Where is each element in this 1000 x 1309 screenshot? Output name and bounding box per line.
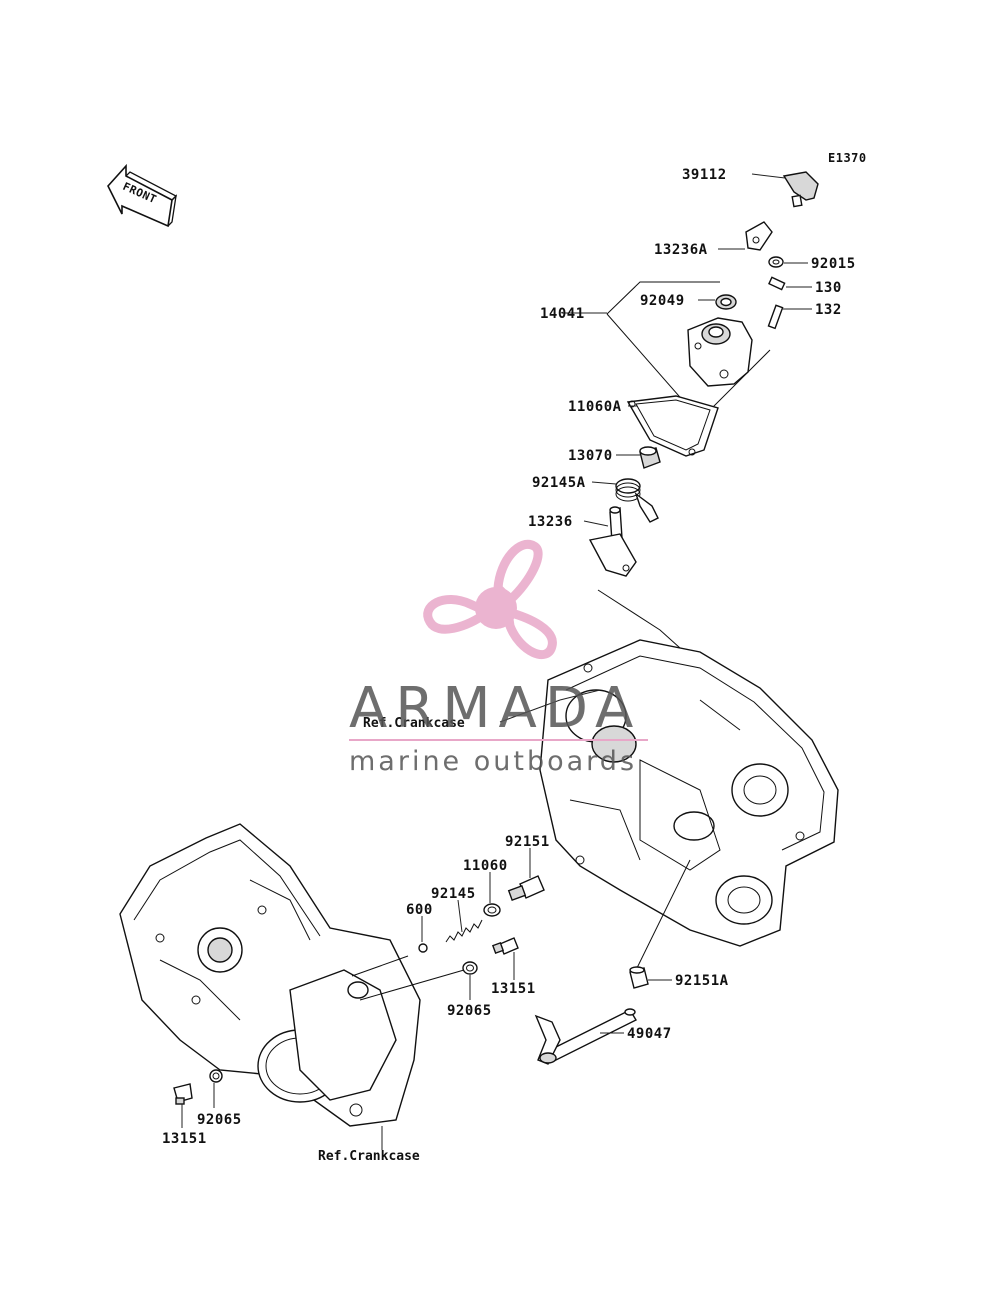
part-39112-sensor: 39112	[682, 167, 819, 208]
alignment-line-upper	[351, 955, 409, 977]
part-92065-washer-lower: 92065	[197, 1069, 242, 1128]
diagram-code: E1370	[828, 151, 867, 165]
watermark-brand: ARMADA	[349, 676, 641, 741]
part-92015-nut: 92015	[768, 256, 856, 272]
part-49047-shift-shaft: 49047	[534, 1008, 672, 1065]
label-49047: 49047	[627, 1026, 672, 1042]
front-arrow-icon: FRONT	[107, 163, 178, 228]
label-92151A: 92151A	[675, 973, 729, 989]
crankcase-right: Ref.Crankcase	[363, 639, 839, 947]
label-92065-lower: 92065	[197, 1112, 242, 1128]
part-11060-washer: 11060	[463, 858, 508, 917]
alignment-line-shaft	[635, 859, 691, 971]
armada-propeller-logo	[423, 539, 557, 660]
armada-watermark: ARMADA marine outboards	[349, 539, 648, 777]
part-600-ball: 600	[406, 902, 433, 953]
label-13236A: 13236A	[654, 242, 708, 258]
crankcase-left: Ref.Crankcase	[119, 823, 421, 1164]
label-92145A: 92145A	[532, 475, 586, 491]
part-92065-washer-upper: 92065	[447, 961, 492, 1019]
label-ref-crankcase-upper: Ref.Crankcase	[363, 716, 465, 731]
label-92145: 92145	[431, 886, 476, 902]
label-39112: 39112	[682, 167, 727, 183]
label-14041: 14041	[540, 306, 585, 322]
label-92065-upper: 92065	[447, 1003, 492, 1019]
label-11060: 11060	[463, 858, 508, 874]
part-130-bolt: 130	[768, 276, 842, 296]
label-132: 132	[815, 302, 842, 318]
part-13236A-lever: 13236A	[654, 221, 773, 258]
label-11060A: 11060A	[568, 399, 622, 415]
part-132-bolt: 132	[767, 302, 842, 330]
label-600: 600	[406, 902, 433, 918]
part-92145A-spring: 92145A	[532, 475, 659, 523]
label-ref-crankcase-lower: Ref.Crankcase	[318, 1149, 420, 1164]
label-13151-lower: 13151	[162, 1131, 207, 1147]
label-92049: 92049	[640, 293, 685, 309]
label-13070: 13070	[568, 448, 613, 464]
part-14041-cover-group: 14041	[540, 281, 771, 421]
part-92145-spring: 92145	[431, 886, 483, 943]
part-92049-seal: 92049	[640, 293, 737, 310]
watermark-tagline: marine outboards	[349, 746, 637, 777]
part-11060A-gasket: 11060A	[568, 395, 719, 457]
label-92015: 92015	[811, 256, 856, 272]
part-92151-plug: 92151	[505, 834, 550, 901]
label-13236: 13236	[528, 514, 573, 530]
part-13151-pin-upper: 13151	[491, 937, 536, 997]
part-13151-pin-lower: 13151	[162, 1083, 207, 1147]
part-92151A-plug: 92151A	[629, 966, 729, 989]
part-13070-collar: 13070	[568, 446, 661, 469]
label-92151: 92151	[505, 834, 550, 850]
label-130: 130	[815, 280, 842, 296]
label-13151-upper: 13151	[491, 981, 536, 997]
alignment-line-lower	[359, 969, 465, 1001]
